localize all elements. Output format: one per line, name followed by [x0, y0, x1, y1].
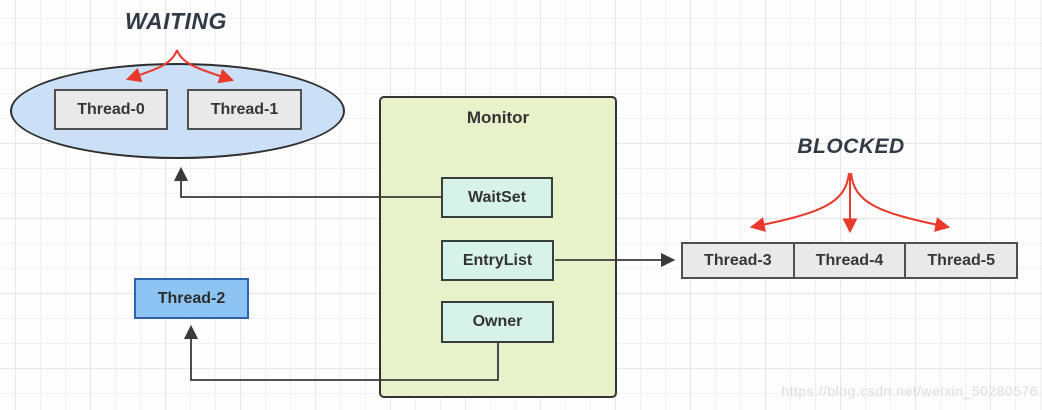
blocked-fan-arrow-right	[850, 172, 951, 232]
blocked-threads-row: Thread-3 Thread-4 Thread-5	[681, 242, 1018, 279]
thread-4-box: Thread-4	[792, 244, 905, 277]
blocked-fan-arrow-left	[749, 172, 850, 232]
thread-1-box: Thread-1	[187, 89, 302, 130]
thread-2-box: Thread-2	[134, 278, 249, 319]
waiting-state-label: WAITING	[125, 8, 227, 34]
monitor-title: Monitor	[466, 108, 530, 127]
thread-3-box: Thread-3	[704, 251, 772, 269]
entrylist-slot: EntryList	[441, 240, 554, 281]
thread-0-box: Thread-0	[54, 89, 168, 130]
thread-5-box: Thread-5	[904, 244, 1016, 277]
owner-slot: Owner	[441, 301, 554, 343]
blocked-state-label: BLOCKED	[797, 135, 905, 158]
waitset-slot: WaitSet	[441, 177, 553, 218]
watermark-url: https://blog.csdn.net/weixin_50280576	[781, 383, 1038, 399]
